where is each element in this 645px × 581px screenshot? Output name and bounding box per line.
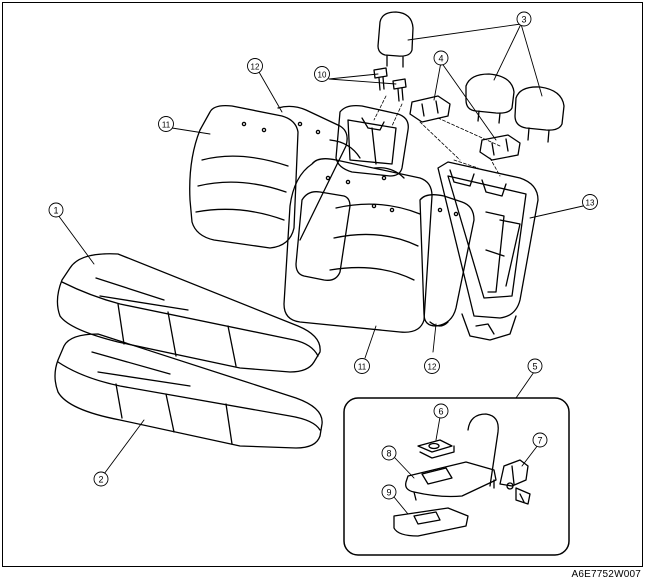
headrest-bracket-upper <box>409 95 451 123</box>
callout-label: 10 <box>318 70 327 79</box>
headrest-bracket-lower <box>479 134 521 161</box>
seatback-left <box>189 104 361 249</box>
callout-8: 8 <box>381 445 397 461</box>
cup-holder <box>417 439 455 459</box>
callout-label: 6 <box>438 407 443 417</box>
callout-4: 4 <box>433 50 449 66</box>
headrest-right-b <box>514 86 565 143</box>
callout-label: 4 <box>438 54 443 64</box>
callout-label: 9 <box>386 488 391 498</box>
drawing-code: A6E7752W007 <box>571 569 641 580</box>
seatback-center <box>283 158 433 333</box>
callout-7: 7 <box>532 432 548 448</box>
seat-cushion-cover <box>56 253 321 373</box>
callout-5: 5 <box>527 358 543 374</box>
callout-label: 7 <box>537 436 542 446</box>
diagram-frame <box>2 2 643 567</box>
headrest-right-a <box>465 73 515 124</box>
callout-label: 3 <box>521 15 526 25</box>
callouts: 1 2 3 4 5 6 7 8 <box>48 11 598 500</box>
armrest-lid <box>393 507 469 537</box>
callout-3: 3 <box>516 11 532 27</box>
callout-10: 10 <box>314 66 330 82</box>
armrest-hinge-bracket <box>499 459 531 505</box>
callout-label: 1 <box>53 206 58 216</box>
callout-label: 11 <box>162 120 171 129</box>
callout-label: 2 <box>98 475 103 485</box>
callout-11-lower: 11 <box>354 358 370 374</box>
callout-2: 2 <box>93 471 109 487</box>
callout-6: 6 <box>433 403 449 419</box>
armrest-assembly <box>405 413 499 501</box>
callout-13: 13 <box>582 194 598 210</box>
callout-12-lower: 12 <box>424 358 440 374</box>
headrest-guide-pair <box>373 67 407 102</box>
alignment-guides <box>373 95 501 177</box>
callout-label: 12 <box>428 362 437 371</box>
callout-label: 12 <box>251 62 260 71</box>
callout-label: 8 <box>386 449 391 459</box>
callout-label: 11 <box>358 362 367 371</box>
armrest-detail-box <box>343 397 570 556</box>
leader-lines <box>57 23 584 515</box>
seatback-right <box>419 194 475 327</box>
seatback-frame-right <box>437 161 539 341</box>
callout-1: 1 <box>48 202 64 218</box>
callout-11-upper: 11 <box>158 116 174 132</box>
callout-label: 5 <box>532 362 537 372</box>
callout-label: 13 <box>586 198 595 207</box>
seatback-frame-center <box>335 104 409 177</box>
callout-9: 9 <box>381 484 397 500</box>
callout-12-upper: 12 <box>247 58 263 74</box>
headrest-center <box>377 11 414 68</box>
seat-cushion-pad <box>54 333 323 449</box>
